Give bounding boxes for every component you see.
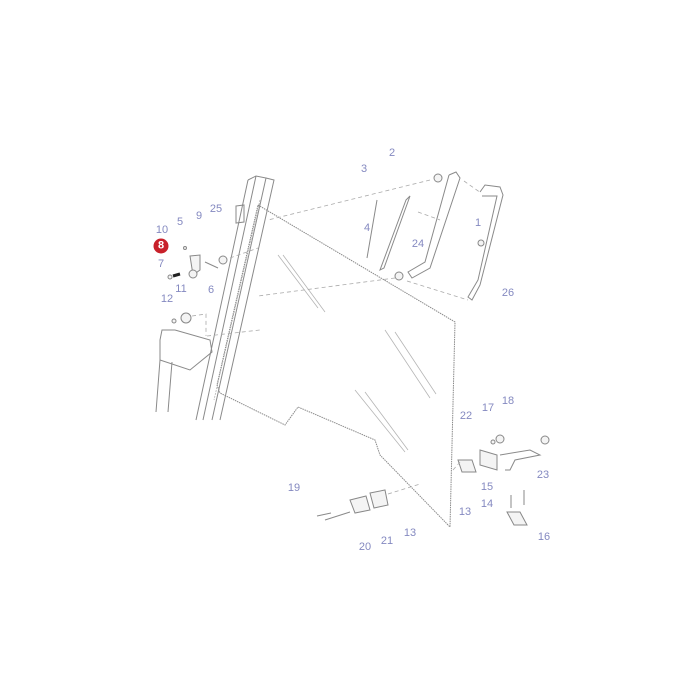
callout-13[interactable]: 13 bbox=[458, 506, 472, 518]
callout-22[interactable]: 22 bbox=[459, 410, 473, 422]
callout-5[interactable]: 5 bbox=[176, 216, 184, 228]
callout-1[interactable]: 1 bbox=[474, 217, 482, 229]
callout-17[interactable]: 17 bbox=[481, 402, 495, 414]
callout-24[interactable]: 24 bbox=[411, 238, 425, 250]
callout-18[interactable]: 18 bbox=[501, 395, 515, 407]
callout-19[interactable]: 19 bbox=[287, 482, 301, 494]
cab-pillar bbox=[155, 175, 275, 421]
callout-14[interactable]: 14 bbox=[480, 498, 494, 510]
callout-20[interactable]: 20 bbox=[358, 541, 372, 553]
callout-23[interactable]: 23 bbox=[536, 469, 550, 481]
callout-2[interactable]: 2 bbox=[388, 147, 396, 159]
door-glass bbox=[216, 204, 456, 529]
callout-15[interactable]: 15 bbox=[480, 481, 494, 493]
callout-25[interactable]: 25 bbox=[209, 203, 223, 215]
hinge-parts-lower bbox=[316, 434, 550, 526]
callout-10[interactable]: 10 bbox=[155, 224, 169, 236]
callout-7[interactable]: 7 bbox=[157, 258, 165, 270]
callout-21[interactable]: 21 bbox=[380, 535, 394, 547]
callout-8-highlighted[interactable]: 8 bbox=[153, 238, 169, 254]
callout-6[interactable]: 6 bbox=[207, 284, 215, 296]
callout-4[interactable]: 4 bbox=[363, 222, 371, 234]
callout-13[interactable]: 13 bbox=[403, 527, 417, 539]
hinge-parts-left bbox=[167, 246, 261, 337]
callout-9[interactable]: 9 bbox=[195, 210, 203, 222]
callout-26[interactable]: 26 bbox=[501, 287, 515, 299]
callout-12[interactable]: 12 bbox=[160, 293, 174, 305]
callout-16[interactable]: 16 bbox=[537, 531, 551, 543]
callout-11[interactable]: 11 bbox=[175, 283, 187, 295]
callout-3[interactable]: 3 bbox=[360, 163, 368, 175]
handle-assembly bbox=[257, 171, 504, 301]
